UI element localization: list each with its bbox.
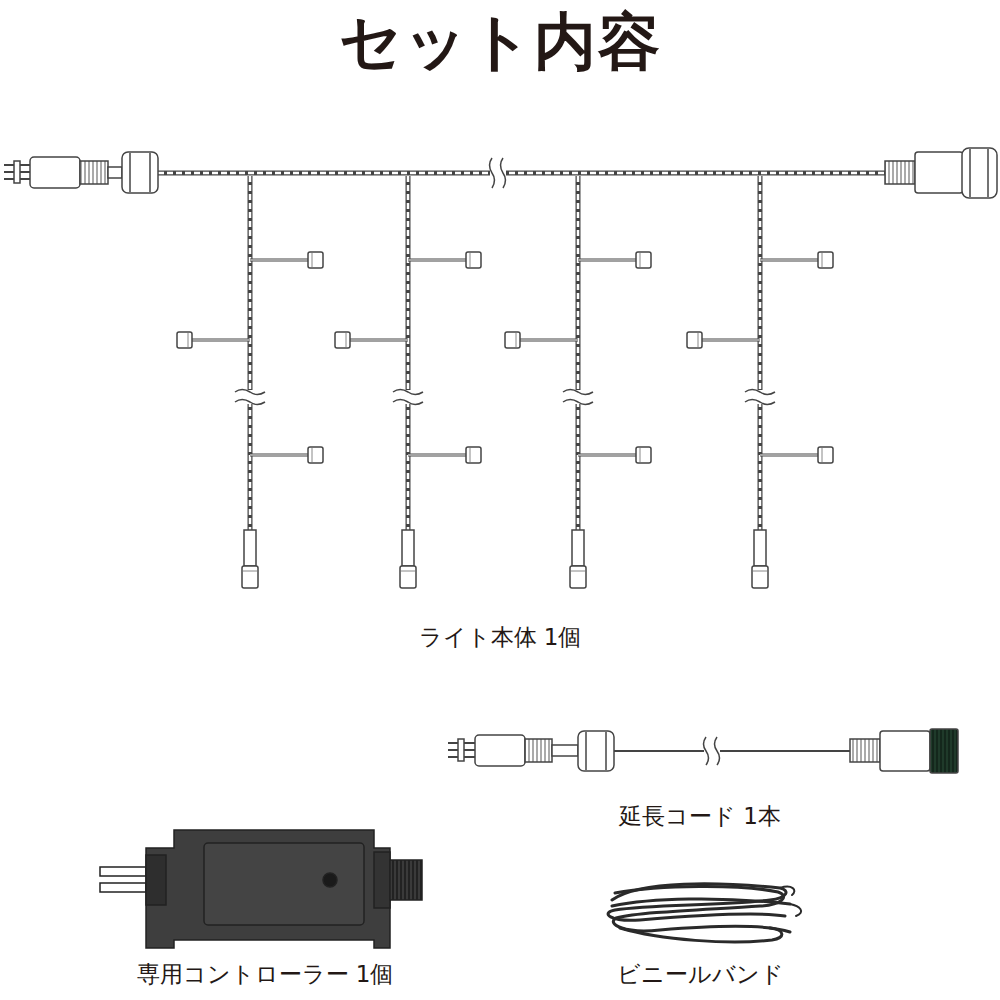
item-caption: ビニールバンド — [614, 961, 787, 989]
item-caption: 延長コード 1本 — [616, 803, 784, 831]
light-string — [4, 148, 997, 588]
icicle-drops — [177, 176, 833, 588]
title: セット内容 — [339, 5, 662, 79]
extension-cord — [448, 729, 958, 773]
main-wire — [158, 172, 885, 174]
vinyl-band — [608, 884, 801, 942]
controller — [100, 830, 422, 948]
item-caption: 専用コントローラー 1個 — [134, 961, 397, 989]
item-caption: ライト本体 1個 — [416, 624, 585, 652]
